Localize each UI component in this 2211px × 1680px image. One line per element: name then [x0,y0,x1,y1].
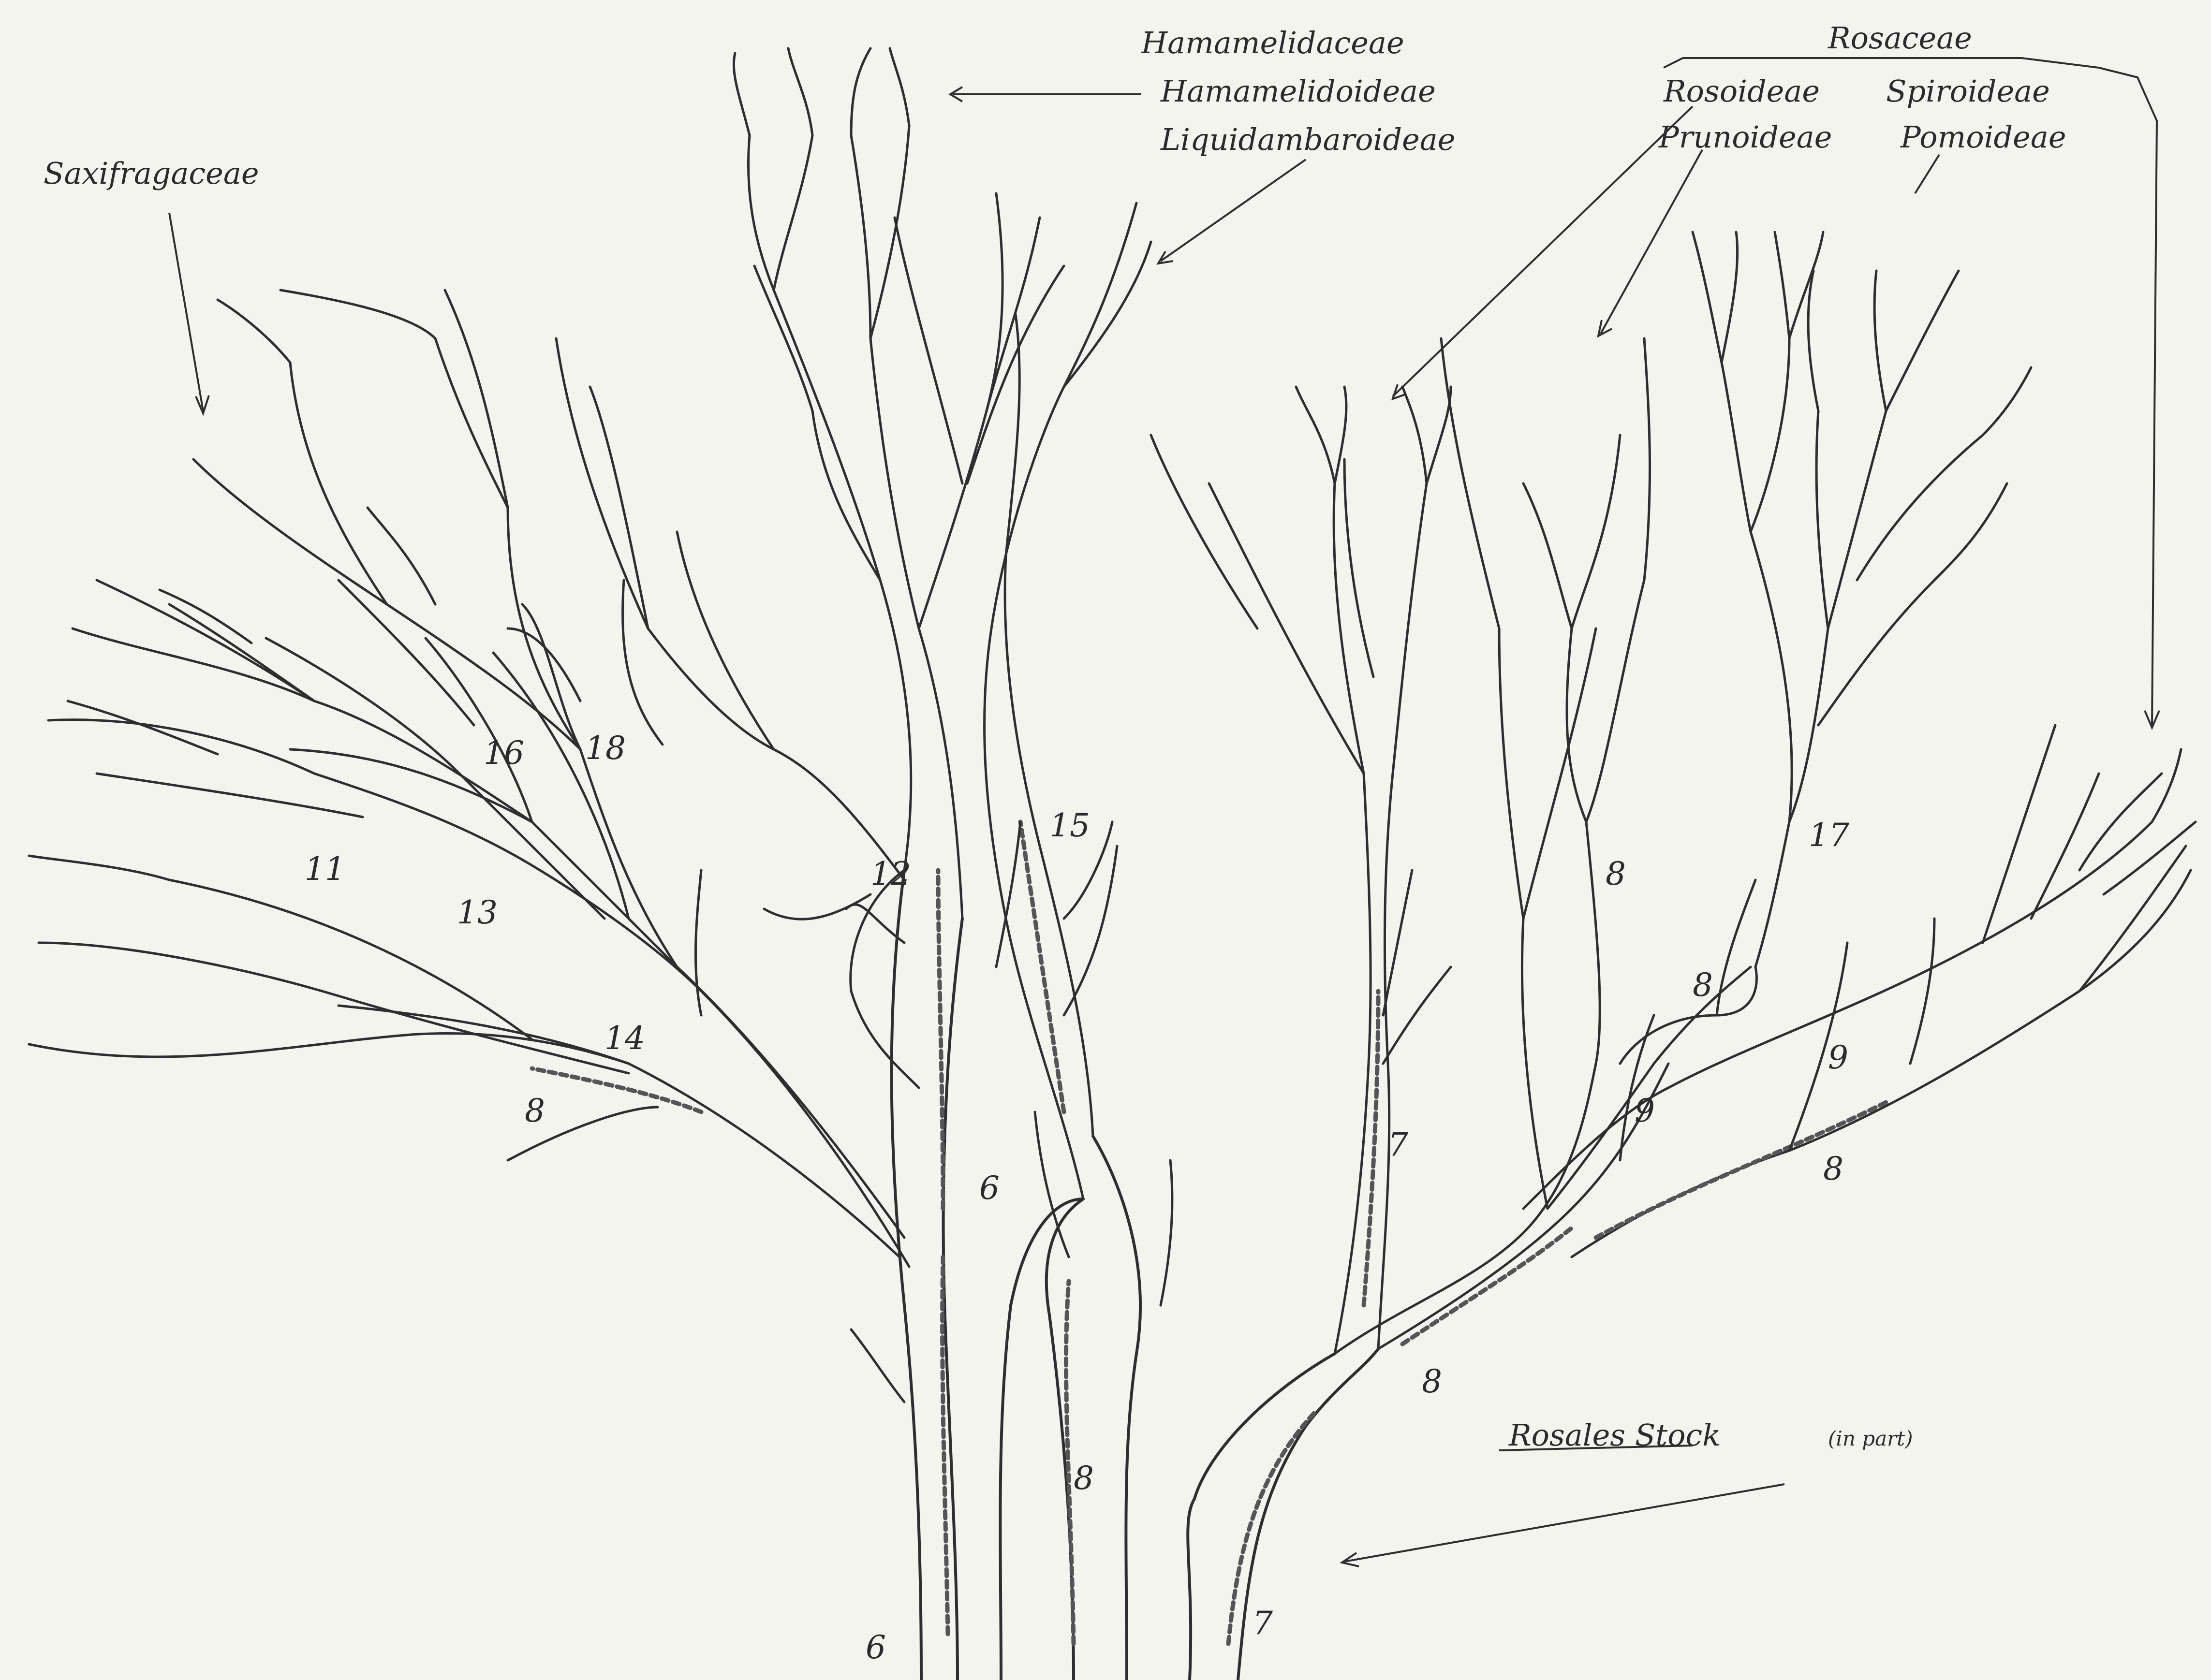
number-8-far-right: 8 [1823,1150,1843,1187]
arrow-saxifragaceae [169,213,203,411]
number-11: 11 [305,850,345,888]
number-7-right: 7 [1388,1126,1408,1163]
number-16: 16 [484,734,524,772]
label-rosales-stock-note: (in part) [1828,1427,1913,1450]
number-7-bottom: 7 [1253,1605,1273,1642]
label-liquidambaroideae: Liquidambaroideae [1160,122,1455,157]
number-8-right-stem: 8 [1606,855,1626,892]
number-8-fork: 8 [1693,966,1713,1004]
label-pomoideae: Pomoideae [1900,119,2066,155]
number-8-center: 8 [1074,1460,1094,1497]
arrow-rosales-stock [1344,1484,1784,1562]
number-8-lower: 8 [1422,1363,1442,1400]
number-6-bottom: 6 [866,1629,886,1666]
bracket-rosaceae [1664,58,2157,725]
label-prunoideae: Prunoideae [1658,119,1832,155]
arrow-pomoideae [1915,155,1939,193]
label-rosaceae: Rosaceae [1828,20,1972,56]
number-6-mid: 6 [979,1169,1000,1207]
label-spiroideae: Spiroideae [1886,73,2050,109]
number-15: 15 [1049,807,1090,844]
label-hamamelidoideae: Hamamelidoideae [1160,73,1436,109]
label-rosoideae: Rosoideae [1663,73,1820,109]
saxifragaceae-branches [29,290,909,1267]
number-13: 13 [457,894,498,931]
rosaceae-branches [1151,232,2196,1354]
arrow-prunoideae [1601,150,1702,334]
annotation-arrows [169,58,2159,1566]
number-14: 14 [604,1020,645,1057]
label-saxifragaceae: Saxifragaceae [44,156,259,191]
number-9-b: 9 [1828,1039,1848,1076]
arrow-liquidambaroideae [1161,160,1306,261]
label-hamamelidaceae: Hamamelidaceae [1141,25,1404,60]
number-18: 18 [585,730,626,767]
branch-numbers: 16 18 11 13 14 8 12 15 6 8 6 7 7 8 8 17 … [305,730,1849,1666]
number-12: 12 [870,855,911,892]
trunk-group [892,870,1378,1680]
label-rosales-stock: Rosales Stock [1508,1417,1721,1453]
number-9-a: 9 [1635,1092,1655,1129]
number-17: 17 [1809,817,1849,854]
number-8-left: 8 [525,1092,545,1129]
